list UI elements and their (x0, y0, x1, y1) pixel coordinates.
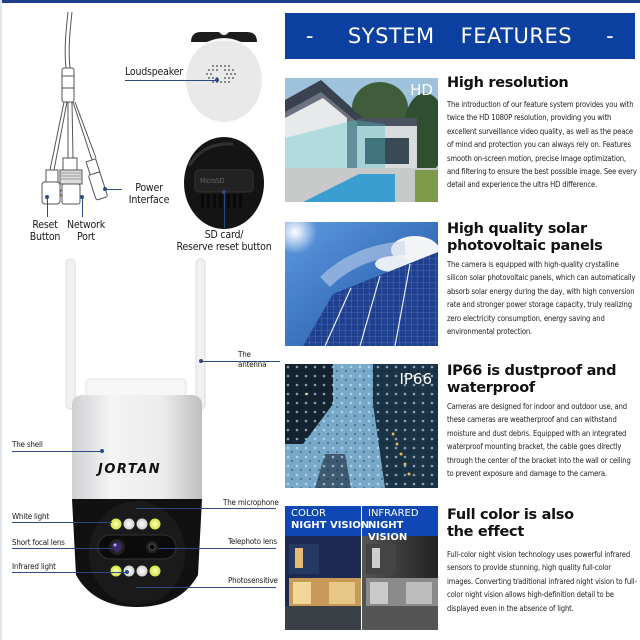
feature-title-full-color: Full color is also the effect (447, 507, 574, 541)
night-vision-compare-image: COLOR NIGHT VISION INFRARED NIGHT VISION (285, 506, 438, 630)
infrared-light-label: Infrared light (12, 562, 56, 571)
shell-label: The shell (12, 440, 43, 449)
infrared-light-leader (12, 572, 127, 573)
photosensitive-label: Photosensitive (228, 576, 278, 585)
feature-2-title-line2: photovoltaic panels (447, 238, 603, 254)
feature-body-solar: The camera is equipped with high-quality… (447, 260, 636, 337)
shell-leader (12, 451, 102, 452)
top-border (0, 0, 640, 3)
shell-marker (100, 449, 104, 453)
power-label-line2: Interface (128, 194, 170, 206)
infrared-label-line1: INFRARED (368, 508, 419, 519)
sd-label-line2: Reserve reset button (176, 241, 272, 253)
infrared-night-vision-label: INFRARED NIGHT VISION (368, 508, 438, 544)
feature-body-high-resolution: The introduction of our feature system p… (447, 100, 637, 190)
feature-title-high-resolution: High resolution (447, 75, 569, 92)
feature-4-title-line1: Full color is also (447, 507, 574, 523)
telephoto-lens-leader (158, 548, 276, 549)
microphone-label: The microphone (223, 498, 279, 507)
color-night-vision-label: COLOR NIGHT VISION (291, 508, 369, 532)
sd-card-illustration (184, 137, 264, 229)
feature-title-solar: High quality solar photovoltaic panels (447, 221, 603, 255)
microphone-leader (136, 508, 276, 509)
antenna-label: The antenna (238, 350, 267, 369)
camera-body-illustration (65, 258, 206, 607)
hd-badge: HD (410, 81, 433, 99)
feature-1-title-line1: High resolution (447, 75, 569, 91)
white-light-label: White light (12, 512, 49, 521)
banner-dash-right: - (606, 24, 615, 48)
ip66-badge: IP66 (399, 370, 432, 388)
antenna-leader (202, 361, 280, 362)
solar-panel-image (285, 222, 438, 346)
reset-label-line2: Button (29, 231, 61, 243)
feature-3-title-line1: IP66 is dustproof and (447, 363, 617, 379)
feature-4-title-line2: the effect (447, 524, 524, 540)
sd-label-line1: SD card/ (204, 229, 244, 241)
rain-window-image: IP66 (285, 364, 438, 488)
power-interface-label: Power Interface (124, 182, 174, 206)
power-label-line1: Power (135, 182, 163, 194)
banner-word-features: FEATURES (460, 24, 573, 48)
reset-button-label: Reset Button (26, 219, 64, 243)
short-focal-lens-leader (12, 548, 112, 549)
loudspeaker-label: Loudspeaker (125, 66, 183, 78)
cable-bundle-illustration (41, 11, 108, 205)
brand-logo: JORTAN (98, 462, 162, 477)
white-light-leader (12, 522, 112, 523)
system-features-banner: - SYSTEM FEATURES - (285, 13, 635, 59)
photosensitive-leader (136, 587, 276, 588)
feature-2-title-line1: High quality solar (447, 221, 587, 237)
microsd-slot-print: MicroSD (200, 177, 225, 185)
reset-label-line1: Reset (32, 219, 58, 231)
power-interface-leader (106, 189, 122, 190)
network-label-line1: Network (66, 219, 106, 231)
network-port-label: Network Port (64, 219, 108, 243)
sd-card-label: SD card/ Reserve reset button (168, 229, 280, 253)
power-interface-marker (103, 187, 107, 191)
product-diagram: Reset Button Network Port Power Interfac… (0, 0, 280, 640)
left-border (0, 0, 2, 640)
loudspeaker-leader (125, 80, 217, 81)
feature-body-ip66: Cameras are designed for indoor and outd… (447, 402, 631, 479)
antenna-marker (199, 359, 203, 363)
feature-body-full-color: Full-color night vision technology uses … (447, 550, 637, 613)
banner-word-system: SYSTEM (347, 24, 435, 48)
hd-house-image: HD (285, 78, 438, 202)
color-label-line1: COLOR (291, 508, 326, 519)
feature-3-title-line2: waterproof (447, 380, 535, 396)
network-label-line2: Port (77, 231, 95, 243)
sd-card-leader (224, 192, 225, 228)
loudspeaker-illustration (185, 32, 263, 122)
feature-title-ip66: IP66 is dustproof and waterproof (447, 363, 616, 397)
reset-button-leader (47, 197, 48, 217)
loudspeaker-marker (215, 78, 219, 82)
infrared-label-line2: NIGHT VISION (368, 520, 408, 543)
short-focal-lens-label: Short focal lens (12, 538, 65, 547)
telephoto-lens-label: Telephoto lens (228, 537, 277, 546)
network-port-leader (82, 197, 83, 217)
color-label-line2: NIGHT VISION (291, 520, 370, 531)
infrared-light-marker (125, 570, 129, 574)
banner-dash-left: - (305, 24, 314, 48)
